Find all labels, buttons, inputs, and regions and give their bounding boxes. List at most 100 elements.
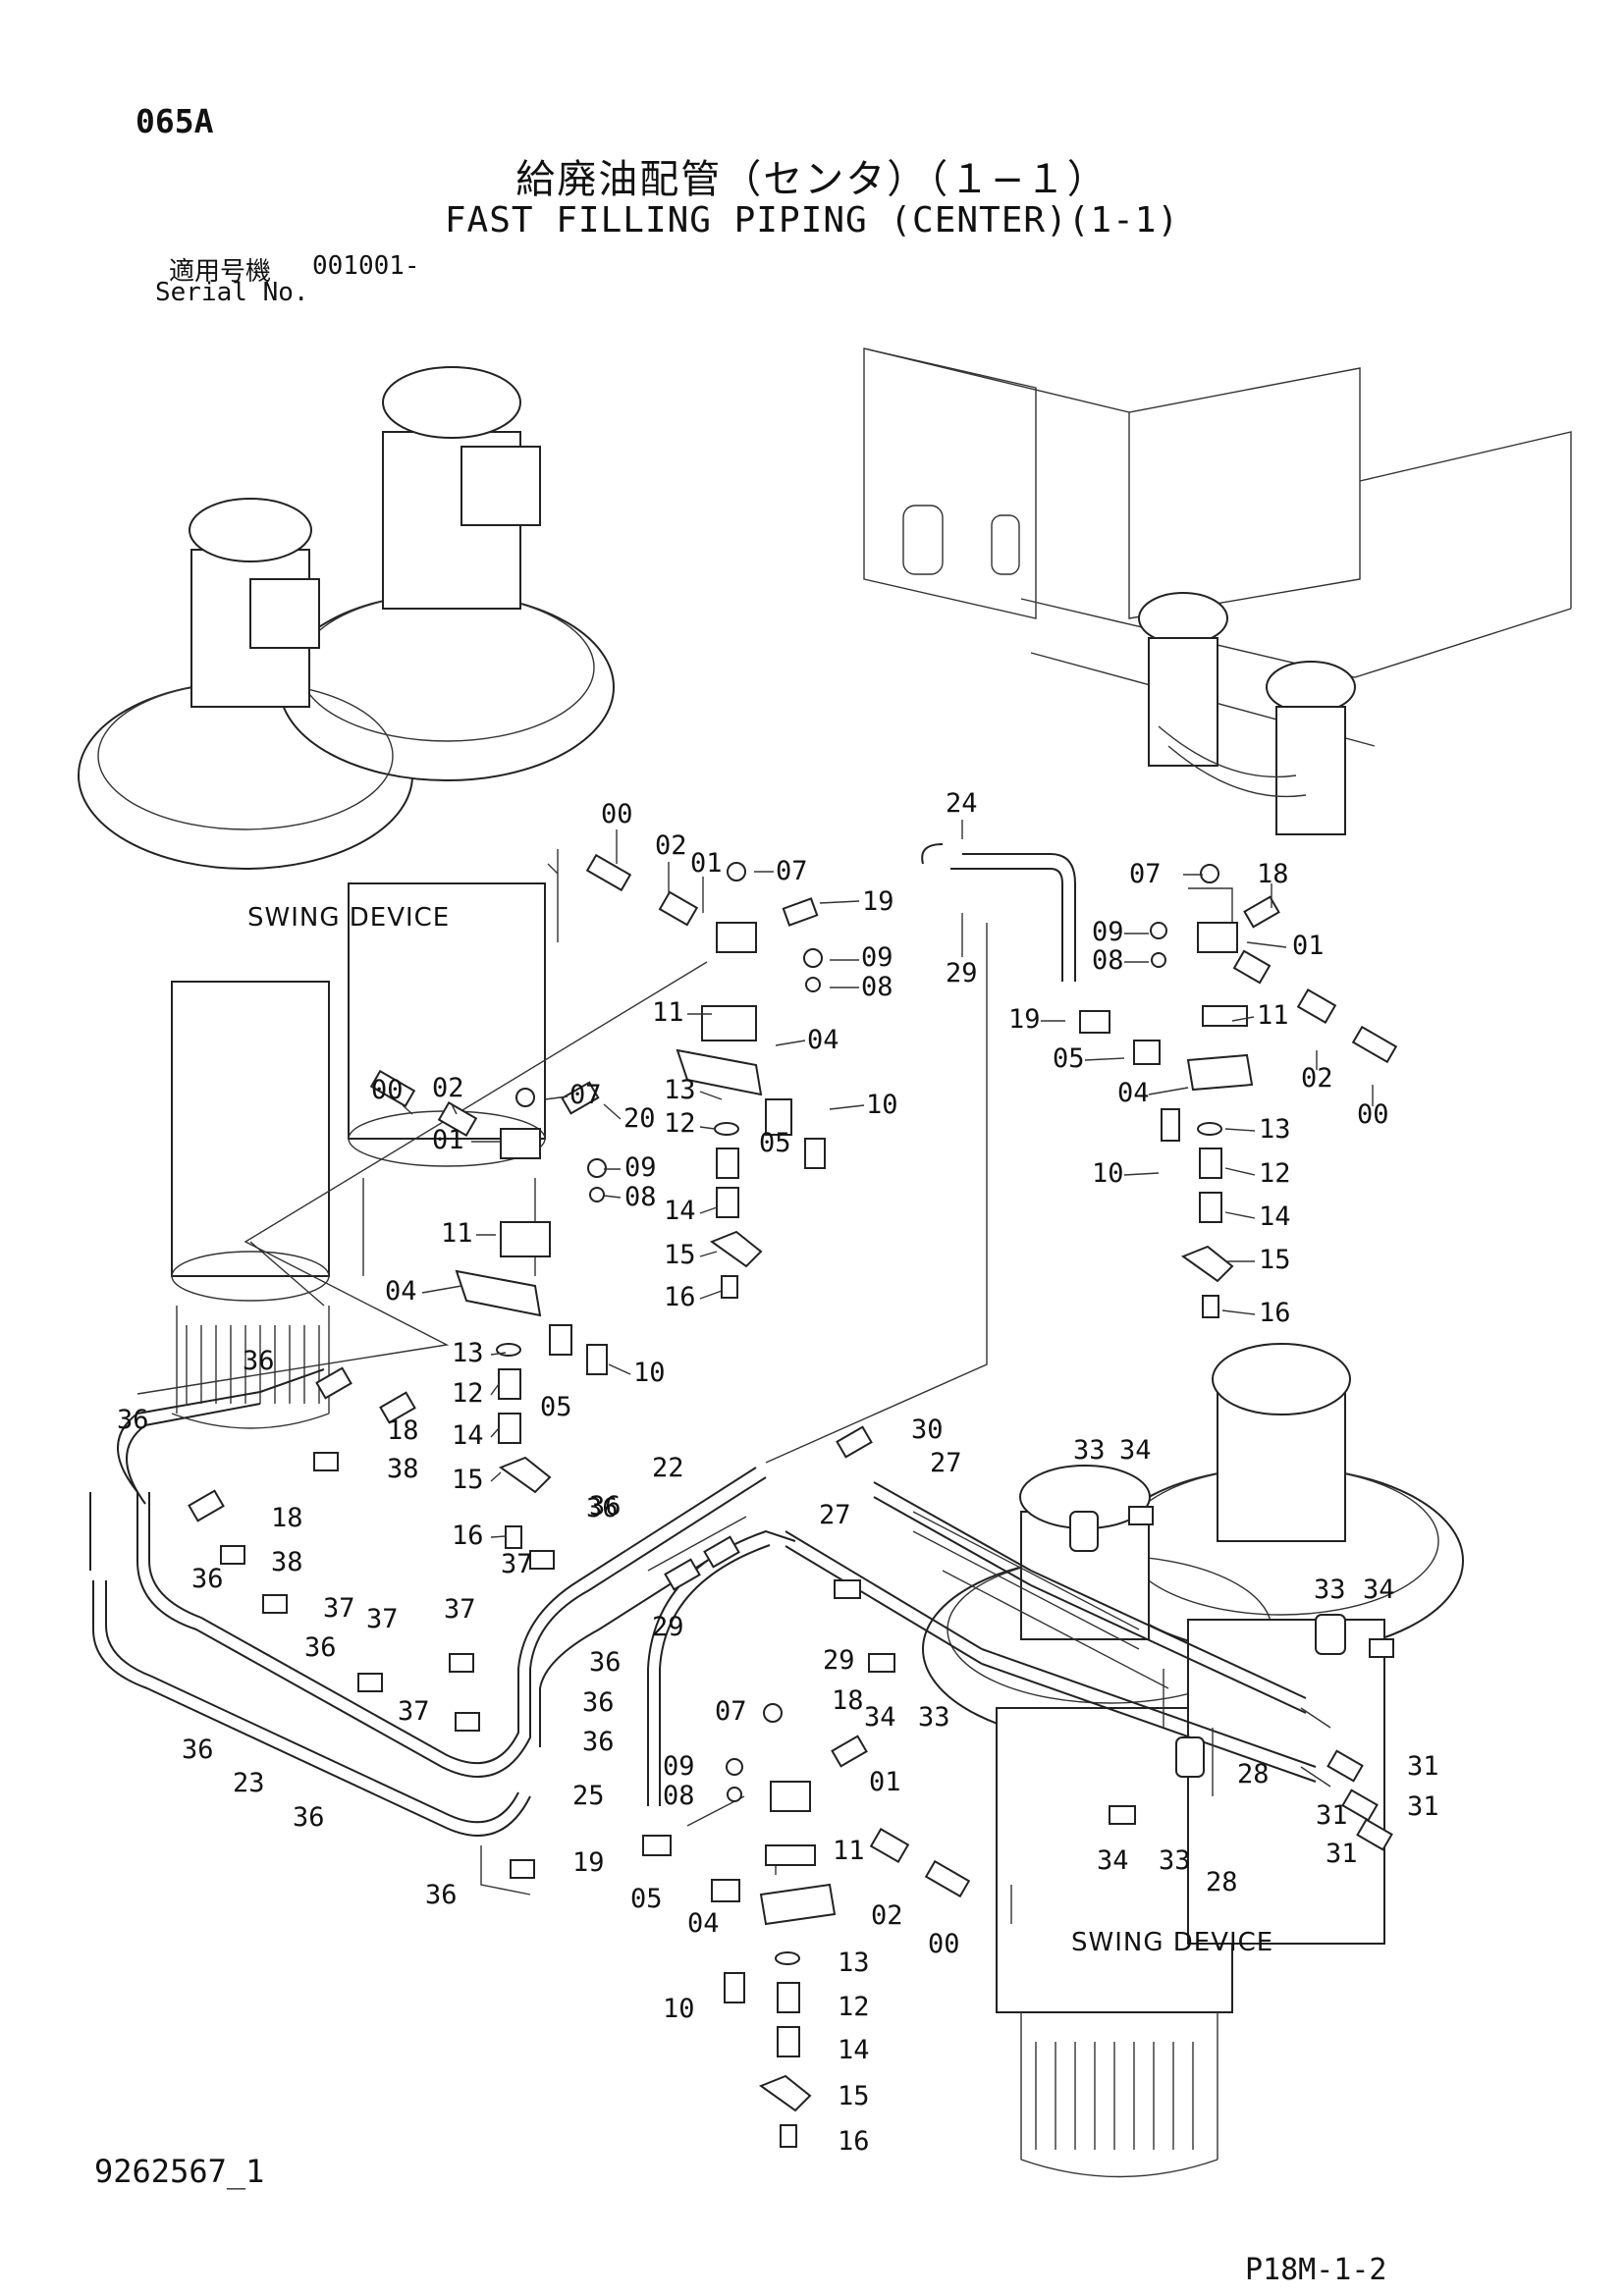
document-number: 9262567_1 <box>94 2153 265 2190</box>
callout-label: 04 <box>385 1276 417 1307</box>
callout-label: 37 <box>398 1696 430 1727</box>
callout-label: 16 <box>1259 1298 1291 1328</box>
callout-label: 14 <box>664 1196 696 1226</box>
callout-label: 00 <box>601 799 633 829</box>
callout-label: 36 <box>191 1564 224 1594</box>
callout-label: 34 <box>1363 1575 1395 1605</box>
callout-label: 19 <box>1008 1004 1041 1035</box>
callout-label: 18 <box>1257 859 1289 889</box>
swing-device-right-label: SWING DEVICE <box>1071 1928 1273 1957</box>
callout-label: 28 <box>1237 1759 1270 1789</box>
callout-leaders <box>402 820 1374 1538</box>
callout-label: 05 <box>1053 1043 1085 1074</box>
piping <box>89 843 1331 1837</box>
swing-motor-overview-b <box>1266 661 1356 714</box>
block-01-top <box>716 922 757 953</box>
callout-label: 37 <box>501 1549 533 1579</box>
swing-motor-overview-a <box>1138 592 1228 645</box>
block-01-bottom <box>770 1781 811 1812</box>
callout-label: 29 <box>946 958 978 988</box>
callout-label: 07 <box>1129 859 1162 889</box>
callout-label: 13 <box>452 1338 484 1368</box>
callout-label: 36 <box>293 1802 325 1833</box>
callout-label: 24 <box>946 788 978 819</box>
serial-label-japanese: 適用号機 <box>169 257 272 287</box>
swing-device-right-motor-b <box>1217 1393 1346 1542</box>
callout-label: 36 <box>582 1687 615 1718</box>
callout-label: 10 <box>866 1090 898 1120</box>
callout-label: 07 <box>776 856 808 886</box>
callout-label: 18 <box>387 1415 419 1446</box>
callout-label: 22 <box>652 1453 684 1483</box>
callout-labels: 00 02 01 07 19 09 08 11 04 13 10 05 12 1… <box>117 788 1439 2157</box>
callout-label: 14 <box>838 2035 870 2065</box>
callout-label: 16 <box>838 2126 870 2157</box>
block-01-right <box>1197 922 1238 953</box>
callout-label: 36 <box>304 1632 337 1663</box>
callout-label: 10 <box>633 1358 666 1388</box>
callout-label: 27 <box>930 1448 962 1478</box>
callout-label: 36 <box>117 1405 149 1435</box>
callout-label: 14 <box>452 1420 484 1451</box>
callout-label: 31 <box>1407 1751 1439 1782</box>
callout-label: 09 <box>1092 917 1124 947</box>
fitting-cluster-bottom <box>642 1703 971 2148</box>
callout-label: 02 <box>655 830 687 861</box>
leader-lines <box>136 849 1233 1924</box>
callout-label: 33 <box>918 1702 950 1733</box>
swing-device-left-housing-a <box>171 981 330 1277</box>
machine-overview <box>863 347 1572 835</box>
callout-label: 31 <box>1316 1800 1348 1831</box>
callout-label: 36 <box>582 1727 615 1757</box>
callout-label: 33 <box>1159 1845 1191 1876</box>
fitting-cluster-hoses <box>188 1366 1394 1879</box>
callout-label: 29 <box>652 1612 684 1642</box>
callout-label: 05 <box>630 1884 663 1914</box>
callout-label: 37 <box>444 1594 476 1625</box>
callout-label: 19 <box>572 1847 605 1878</box>
callout-label: 09 <box>624 1152 657 1183</box>
section-code: 065A <box>135 102 214 140</box>
callout-label: 11 <box>652 997 684 1028</box>
callout-label: 16 <box>452 1521 484 1551</box>
callout-label: 36 <box>425 1880 458 1910</box>
callout-label: 01 <box>432 1125 464 1155</box>
callout-label: 36 <box>589 1491 622 1522</box>
callout-label: 33 <box>1314 1575 1346 1605</box>
callout-label: 15 <box>452 1465 484 1495</box>
callout-label: 20 <box>623 1103 656 1134</box>
callout-label: 38 <box>387 1454 419 1484</box>
swing-device-right: SWING DEVICE <box>922 1343 1464 2178</box>
callout-label: 02 <box>432 1073 464 1103</box>
callout-label: 04 <box>687 1908 720 1939</box>
callout-label: 14 <box>1259 1201 1291 1232</box>
swing-device-left-label: SWING DEVICE <box>247 903 450 933</box>
callout-label: 18 <box>271 1503 303 1533</box>
callout-label: 08 <box>663 1781 695 1811</box>
callout-label: 04 <box>1117 1078 1150 1108</box>
callout-label: 34 <box>864 1702 896 1733</box>
callout-label: 37 <box>323 1593 355 1624</box>
fitting-cluster-top <box>585 853 826 1299</box>
serial-label: Serial No. <box>155 278 309 307</box>
callout-label: 09 <box>861 942 893 973</box>
callout-label: 01 <box>690 848 723 879</box>
callout-label: 29 <box>823 1645 855 1676</box>
callout-label: 08 <box>1092 945 1124 976</box>
callout-label: 15 <box>664 1240 696 1270</box>
callout-label: 11 <box>1257 1000 1289 1031</box>
callout-label: 36 <box>182 1735 214 1765</box>
callout-label: 16 <box>664 1282 696 1312</box>
callout-label: 09 <box>663 1751 695 1782</box>
callout-label: 34 <box>1119 1435 1152 1466</box>
callout-label: 01 <box>869 1767 901 1797</box>
callout-label: 01 <box>1292 931 1325 961</box>
callout-label: 19 <box>862 886 894 917</box>
callout-label: 28 <box>1206 1867 1238 1897</box>
callout-label: 38 <box>271 1547 303 1577</box>
callout-label: 00 <box>928 1929 960 1959</box>
fitting-cluster-right <box>1079 864 1398 1318</box>
callout-label: 07 <box>569 1080 602 1110</box>
callout-label: 13 <box>838 1948 870 1978</box>
